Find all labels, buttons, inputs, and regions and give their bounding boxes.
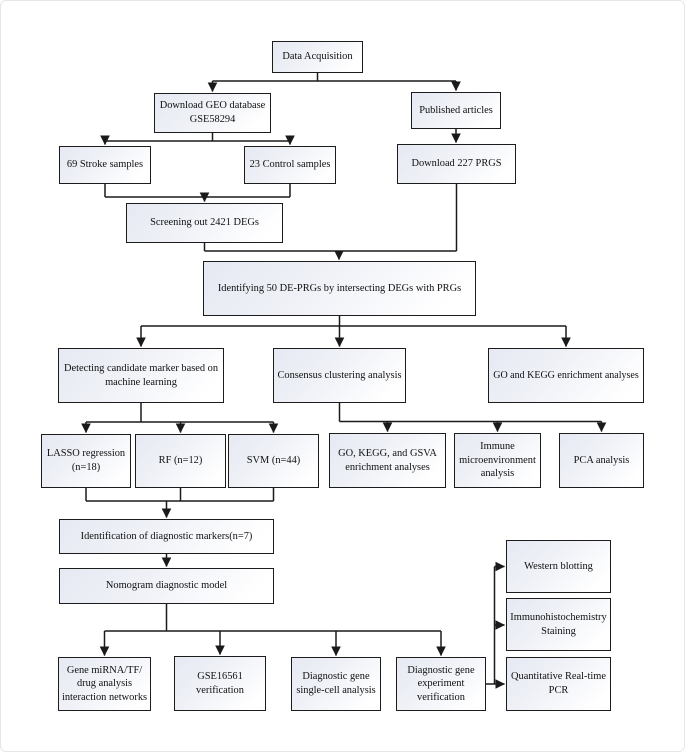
flow-node-screening-degs: Screening out 2421 DEGs: [126, 203, 283, 243]
flow-node-pca-analysis: PCA analysis: [559, 433, 644, 488]
flow-node-data-acquisition: Data Acquisition: [272, 41, 363, 73]
flow-node-identifying-de-prgs: Identifying 50 DE-PRGs by intersecting D…: [203, 261, 476, 316]
flow-node-rf: RF (n=12): [135, 434, 226, 488]
flow-node-gene-mirna-networks: Gene miRNA/TF/ drug analysis interaction…: [58, 657, 151, 711]
flow-node-go-kegg-gsva: GO, KEGG, and GSVA enrichment analyses: [329, 433, 446, 488]
flow-node-lasso-regression: LASSO regression (n=18): [41, 434, 131, 488]
flow-node-download-prgs: Download 227 PRGS: [397, 144, 516, 184]
flow-node-geo-database: Download GEO database GSE58294: [154, 93, 271, 133]
flow-node-identification-markers: Identification of diagnostic markers(n=7…: [59, 519, 274, 554]
flow-node-western-blotting: Western blotting: [506, 540, 611, 593]
flow-node-go-kegg-enrichment: GO and KEGG enrichment analyses: [488, 348, 644, 403]
flow-node-gse16561-verification: GSE16561 verification: [174, 656, 266, 711]
flow-node-control-samples: 23 Control samples: [244, 146, 336, 184]
flow-node-immune-microenvironment: Immune microenvironment analysis: [454, 433, 541, 488]
flow-node-single-cell-analysis: Diagnostic gene single-cell analysis: [291, 657, 381, 711]
flow-node-svm: SVM (n=44): [228, 434, 319, 488]
flow-node-detecting-candidate-marker: Detecting candidate marker based on mach…: [58, 348, 224, 403]
flow-node-consensus-clustering: Consensus clustering analysis: [273, 348, 406, 403]
flow-node-nomogram-model: Nomogram diagnostic model: [59, 568, 274, 604]
flow-node-qrt-pcr: Quantitative Real-time PCR: [506, 657, 611, 711]
flow-node-published-articles: Published articles: [411, 92, 501, 129]
flow-node-experiment-verification: Diagnostic gene experiment verification: [396, 657, 486, 711]
flow-node-ihc-staining: Immunohistochemistry Staining: [506, 598, 611, 651]
flow-node-stroke-samples: 69 Stroke samples: [59, 146, 151, 184]
